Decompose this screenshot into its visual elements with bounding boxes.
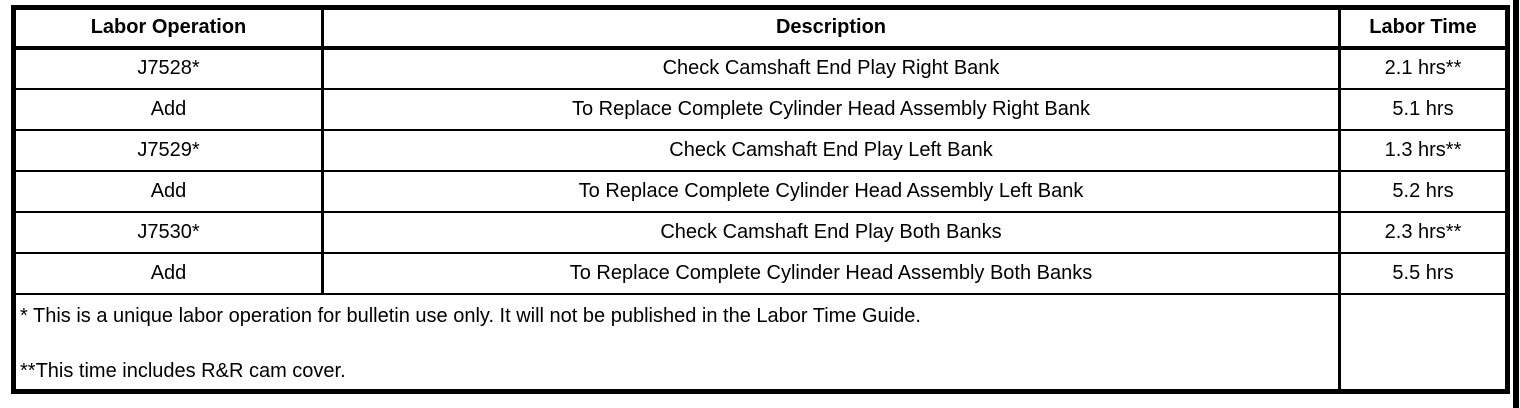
labor-operations-table: Labor Operation Description Labor Time J… [11, 5, 1510, 394]
column-header-labor-time: Labor Time [1338, 6, 1509, 50]
labor-operation-cell: J7530* [12, 210, 324, 254]
column-header-description: Description [321, 6, 1341, 50]
footnote-row: * This is a unique labor operation for b… [12, 292, 1509, 392]
labor-time-cell: 5.5 hrs [1338, 251, 1509, 295]
description-cell: Check Camshaft End Play Both Banks [321, 210, 1341, 254]
footnotes-cell: * This is a unique labor operation for b… [12, 292, 1341, 392]
labor-operation-cell: Add [12, 251, 324, 295]
table-row: J7528* Check Camshaft End Play Right Ban… [12, 46, 1509, 90]
column-header-labor-operation: Labor Operation [12, 6, 324, 50]
table-row: J7530* Check Camshaft End Play Both Bank… [12, 210, 1509, 254]
page-edge-scan-line [1513, 0, 1519, 408]
labor-operation-cell: Add [12, 169, 324, 213]
labor-operation-cell: J7529* [12, 128, 324, 172]
labor-time-cell: 5.1 hrs [1338, 87, 1509, 131]
footnote-unique-operation: * This is a unique labor operation for b… [20, 304, 921, 327]
description-cell: Check Camshaft End Play Right Bank [321, 46, 1341, 90]
description-cell: Check Camshaft End Play Left Bank [321, 128, 1341, 172]
footnote-time-includes: **This time includes R&R cam cover. [20, 359, 346, 382]
description-cell: To Replace Complete Cylinder Head Assemb… [321, 251, 1341, 295]
footnote-empty-cell [1338, 292, 1509, 392]
description-cell: To Replace Complete Cylinder Head Assemb… [321, 169, 1341, 213]
labor-time-cell: 2.1 hrs** [1338, 46, 1509, 90]
labor-operation-cell: J7528* [12, 46, 324, 90]
labor-time-cell: 2.3 hrs** [1338, 210, 1509, 254]
table-row: Add To Replace Complete Cylinder Head As… [12, 251, 1509, 295]
labor-operation-cell: Add [12, 87, 324, 131]
table-row: Add To Replace Complete Cylinder Head As… [12, 169, 1509, 213]
table-row: Add To Replace Complete Cylinder Head As… [12, 87, 1509, 131]
description-cell: To Replace Complete Cylinder Head Assemb… [321, 87, 1341, 131]
table-row: J7529* Check Camshaft End Play Left Bank… [12, 128, 1509, 172]
labor-time-cell: 1.3 hrs** [1338, 128, 1509, 172]
table-header-row: Labor Operation Description Labor Time [12, 6, 1509, 50]
labor-time-cell: 5.2 hrs [1338, 169, 1509, 213]
